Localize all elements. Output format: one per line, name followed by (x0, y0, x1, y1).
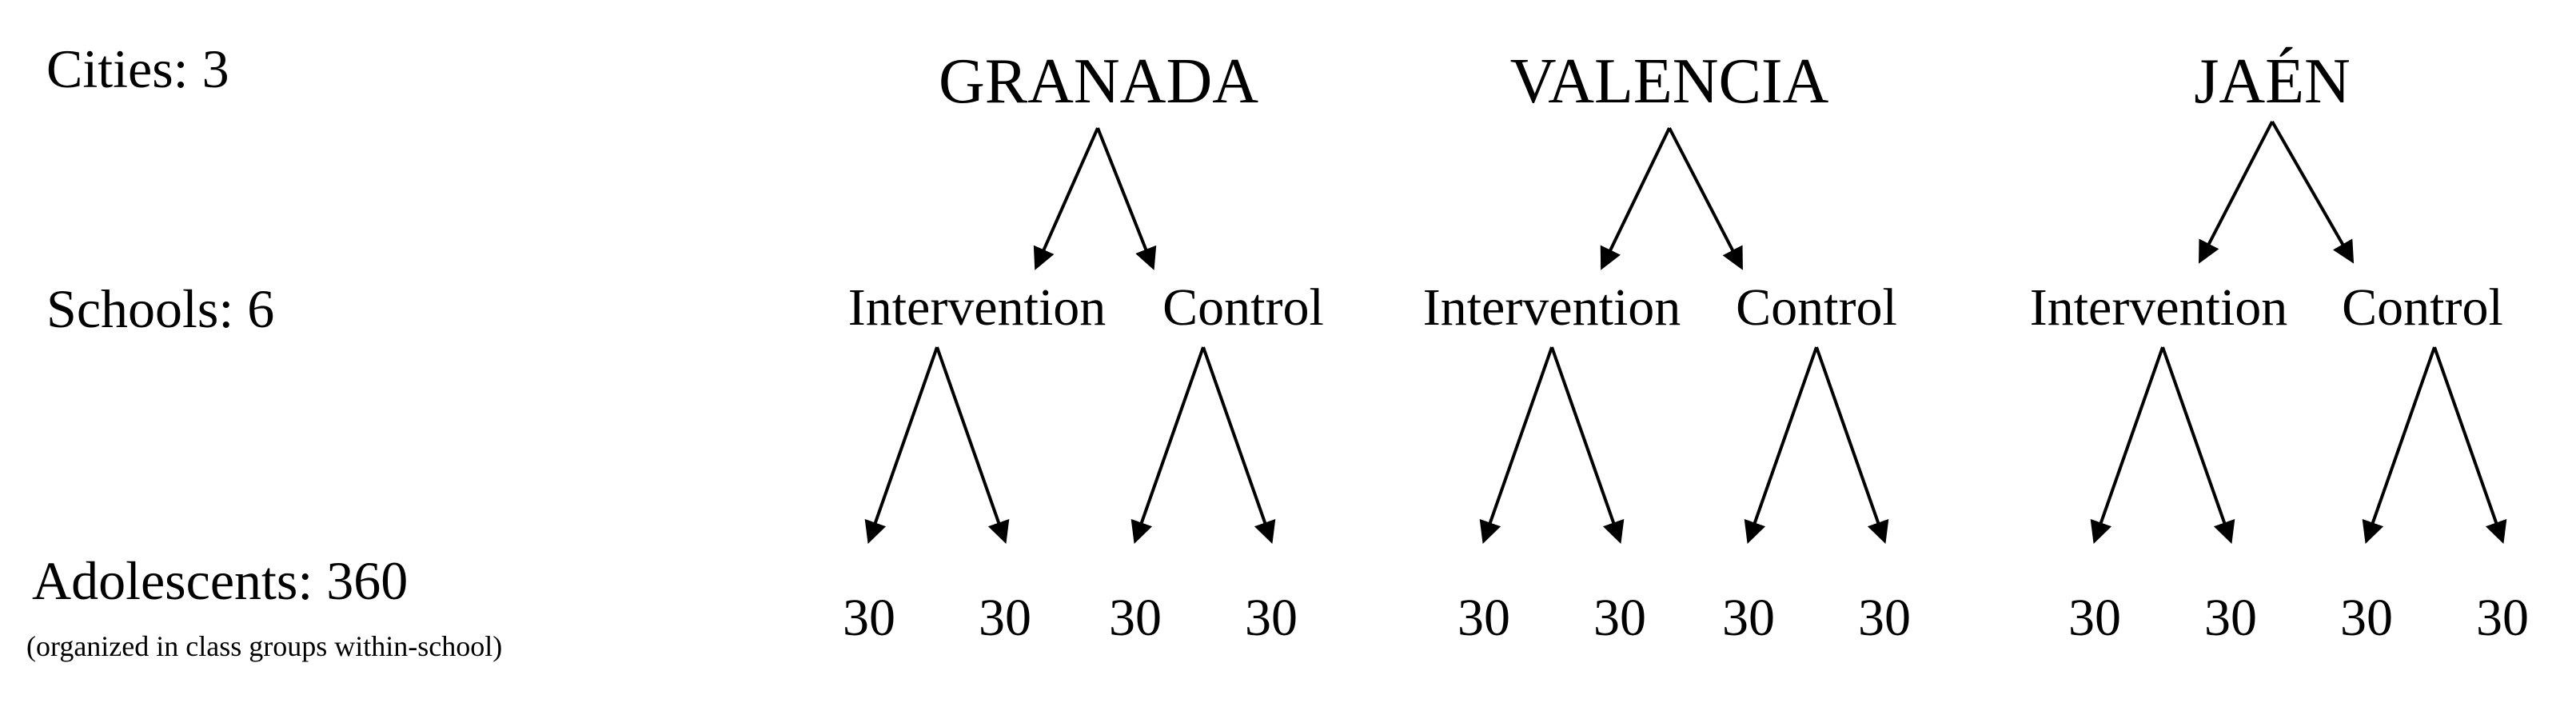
row-label-cities: Cities: 3 (46, 38, 229, 99)
class-size-jaen-control-2: 30 (2476, 589, 2529, 647)
row-label-schools: Schools: 6 (46, 278, 275, 339)
group-label-valencia-control: Control (1736, 278, 1897, 337)
jaen-control-fork (2362, 346, 2507, 544)
row-label-adolescents-note: (organized in class groups within-school… (26, 630, 503, 662)
class-size-granada-control-2: 30 (1245, 589, 1298, 647)
valencia-control-fork (1744, 346, 1889, 544)
class-size-valencia-control-1: 30 (1722, 589, 1775, 647)
class-size-valencia-intervention-2: 30 (1593, 589, 1646, 647)
city-header-valencia: VALENCIA (1509, 46, 1829, 117)
group-label-jaen-intervention: Intervention (2029, 278, 2288, 337)
city-header-jaen: JAÉN (2194, 46, 2351, 117)
group-label-granada-intervention: Intervention (847, 278, 1107, 337)
row-label-adolescents: Adolescents: 360 (32, 550, 409, 611)
class-size-granada-intervention-2: 30 (979, 589, 1031, 647)
granada-control-fork (1130, 346, 1276, 544)
class-size-jaen-intervention-1: 30 (2068, 589, 2121, 647)
valencia-city-fork (1600, 127, 1743, 270)
valencia-intervention-fork (1479, 346, 1625, 544)
class-size-valencia-control-2: 30 (1858, 589, 1911, 647)
jaen-city-fork (2199, 121, 2355, 264)
class-size-granada-intervention-1: 30 (843, 589, 895, 647)
city-header-granada: GRANADA (939, 46, 1258, 117)
group-label-granada-control: Control (1162, 278, 1324, 337)
class-size-jaen-intervention-2: 30 (2204, 589, 2257, 647)
granada-intervention-fork (864, 346, 1010, 544)
jaen-intervention-fork (2090, 346, 2235, 544)
granada-city-fork (1033, 127, 1157, 270)
class-size-granada-control-1: 30 (1109, 589, 1162, 647)
class-size-valencia-intervention-1: 30 (1457, 589, 1510, 647)
class-size-jaen-control-1: 30 (2340, 589, 2393, 647)
group-label-valencia-intervention: Intervention (1422, 278, 1681, 337)
group-label-jaen-control: Control (2342, 278, 2503, 337)
